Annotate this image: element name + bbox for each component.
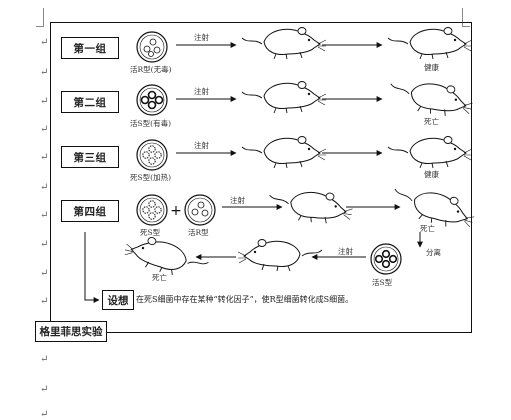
paragraph-mark: ↵ <box>40 354 49 365</box>
group-4-outcome-label: 死亡 <box>420 224 435 233</box>
group-3-row <box>136 136 473 171</box>
experiment-title: 格里菲思实验 <box>35 321 107 342</box>
paragraph-mark: ↵ <box>40 239 49 250</box>
group-1-label: 第一组 <box>61 37 119 59</box>
group-3-inject-label: 注射 <box>194 141 209 150</box>
svg-text:+: + <box>170 203 182 219</box>
group-2-outcome-label: 死亡 <box>424 117 439 126</box>
paragraph-mark: ↵ <box>40 409 49 420</box>
petri-dish-icon <box>136 194 168 226</box>
group-3-label: 第三组 <box>61 146 119 168</box>
mouse-icon <box>241 27 327 60</box>
group-4-final-outcome-label: 死亡 <box>152 273 167 282</box>
group-3-outcome-label: 健康 <box>424 170 439 179</box>
hypothesis-label: 设想 <box>102 290 134 310</box>
group-2-row <box>136 73 476 123</box>
crop-mark-left <box>36 8 44 27</box>
paragraph-mark: ↵ <box>40 210 49 221</box>
mouse-icon <box>241 136 327 169</box>
paragraph-mark: ↵ <box>40 124 49 135</box>
group-4-inject-label: 注射 <box>230 196 245 205</box>
mouse-icon <box>385 73 476 123</box>
group-2-label: 第二组 <box>61 91 119 113</box>
mouse-icon <box>237 239 323 272</box>
mouse-icon <box>387 27 473 60</box>
group-4-dish-b-label: 活R型 <box>188 228 209 237</box>
paragraph-mark: ↵ <box>40 67 49 78</box>
petri-dish-icon <box>184 194 216 226</box>
paragraph-mark: ↵ <box>40 152 49 163</box>
petri-dish-icon <box>136 139 168 171</box>
group-1-inject-label: 注射 <box>194 33 209 42</box>
paragraph-mark: ↵ <box>40 384 49 395</box>
r-colonies <box>143 38 161 57</box>
group-4-label: 第四组 <box>61 200 119 222</box>
diagram-frame <box>50 22 472 333</box>
group-1-dish-label: 活R型(无毒) <box>130 65 172 74</box>
group-4-separate-label: 分离 <box>426 248 441 257</box>
mouse-icon <box>266 184 355 229</box>
group-4-final-inject-label: 注射 <box>338 247 353 256</box>
paragraph-mark: ↵ <box>40 37 49 48</box>
crop-mark-right <box>462 8 470 27</box>
group-2-dish-label: 活S型(有毒) <box>130 119 171 128</box>
paragraph-mark: ↵ <box>40 268 49 279</box>
group-4-isolated-label: 活S型 <box>372 278 393 287</box>
paragraph-mark: ↵ <box>40 296 49 307</box>
group-2-inject-label: 注射 <box>194 87 209 96</box>
petri-dish-icon <box>136 31 168 63</box>
paragraph-mark: ↵ <box>40 96 49 107</box>
group-4-dish-a-label: 死S型 <box>140 228 161 237</box>
group-1-outcome-label: 健康 <box>424 63 439 72</box>
group-4-row: + <box>121 178 479 284</box>
hypothesis-text: 在死S细菌中存在某种“转化因子”，使R型细菌转化成S细菌。 <box>136 295 354 304</box>
group-1-row <box>136 27 473 63</box>
group-3-dish-label: 死S型(加热) <box>130 173 171 182</box>
s-colonies <box>140 90 164 110</box>
mouse-icon <box>387 136 473 169</box>
paragraph-mark: ↵ <box>40 182 49 193</box>
dead-s-colonies <box>142 145 162 165</box>
mouse-icon <box>241 81 327 114</box>
arrow-icon <box>84 232 100 303</box>
